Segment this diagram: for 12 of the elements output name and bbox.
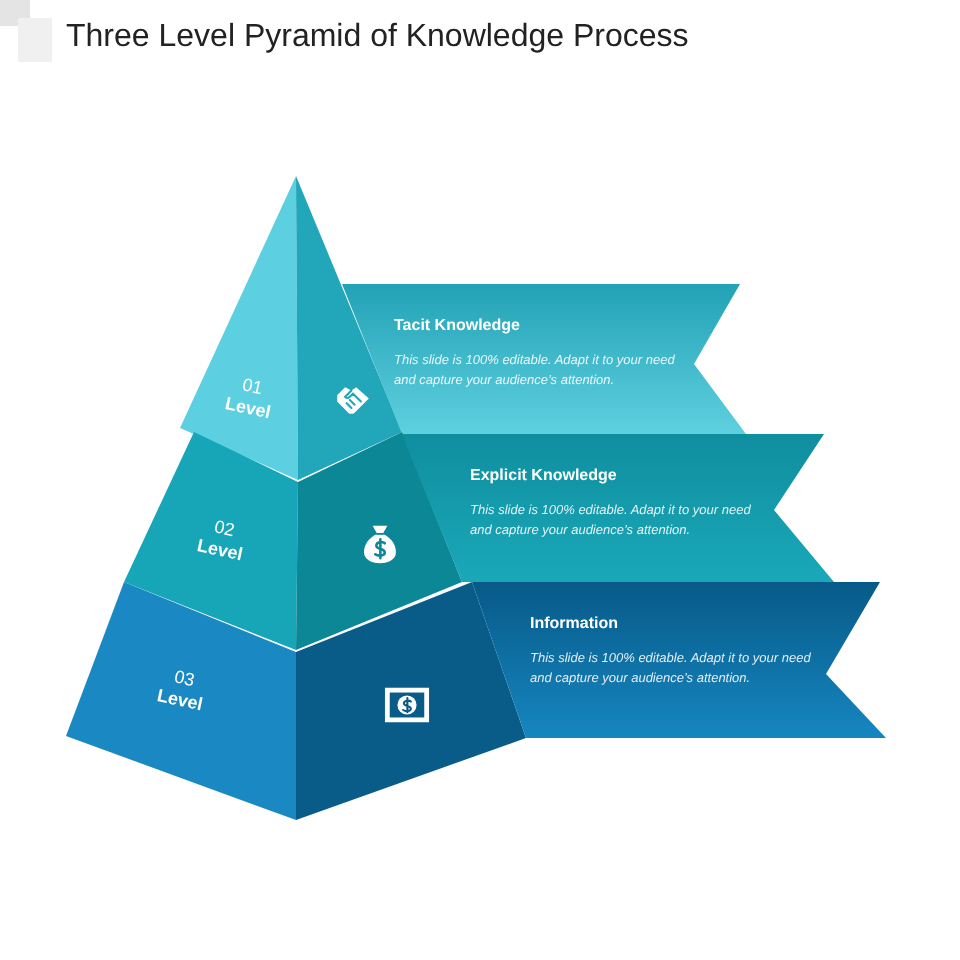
slide-title: Three Level Pyramid of Knowledge Process: [66, 18, 689, 56]
pyramid-tier: [66, 582, 526, 820]
ribbon-banner: [472, 582, 886, 738]
ribbon-heading: Explicit Knowledge: [470, 466, 617, 486]
ribbon-banner: [342, 284, 746, 434]
pyramid-tier: [124, 432, 462, 650]
tier-label: 03 Level: [154, 664, 207, 717]
ribbon-heading: Tacit Knowledge: [394, 316, 520, 336]
ribbon-heading: Information: [530, 614, 618, 634]
tier-label: 01 Level: [222, 372, 275, 425]
ribbon-banner: [402, 434, 834, 582]
tier-label: 02 Level: [194, 514, 247, 567]
